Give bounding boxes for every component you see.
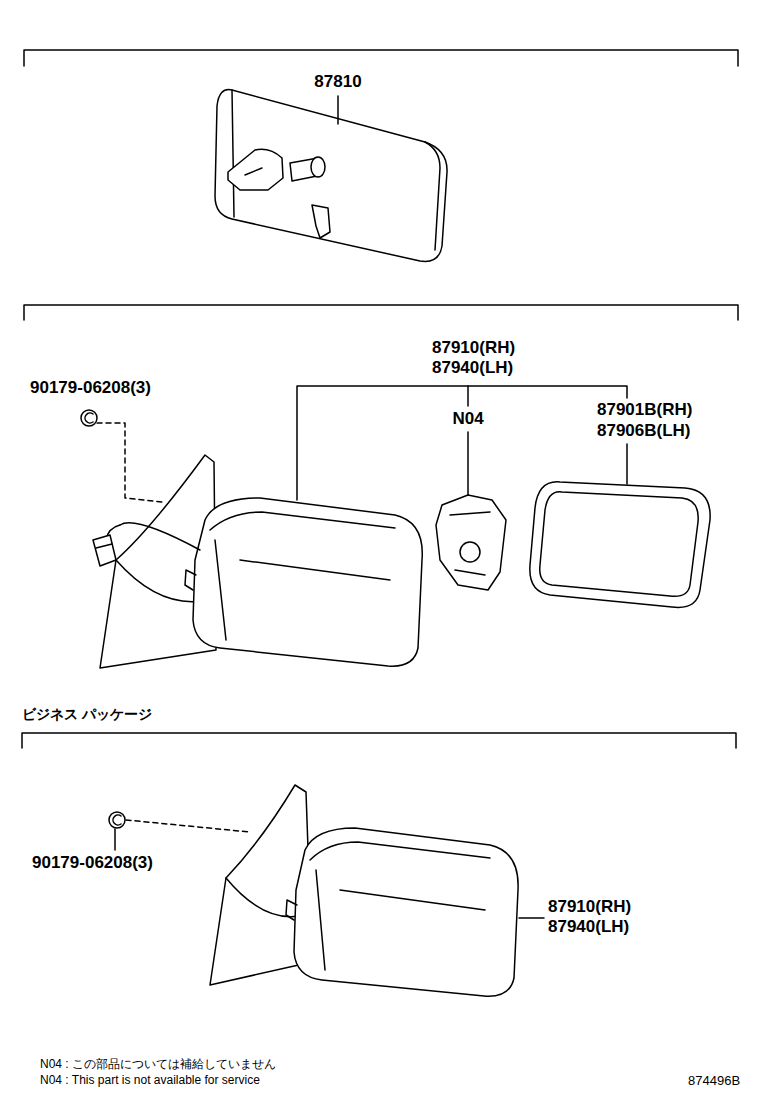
part-number: 87910(RH) (432, 338, 515, 358)
section-bracket (22, 733, 736, 748)
leader-line (626, 444, 628, 484)
mirror-glass (530, 482, 710, 608)
section-heading: ビジネス パッケージ (22, 706, 152, 722)
illustration-code: 874496B (688, 1074, 740, 1089)
outer-mirror (210, 785, 518, 996)
part-number: 87901B(RH) (597, 400, 692, 420)
note-marker: N04 (452, 409, 483, 429)
part-number: 87810 (314, 72, 361, 92)
section-bracket (24, 50, 738, 66)
leader-line (97, 423, 162, 502)
leader-line (519, 917, 544, 919)
leader-line (126, 820, 250, 832)
footnote: N04 : この部品については補給していません (40, 1058, 276, 1072)
leader-line (114, 829, 116, 850)
part-number: 90179-06208(3) (32, 853, 153, 873)
leader-line (297, 386, 627, 500)
part-number: 87906B(LH) (597, 421, 691, 441)
bolt-symbol (109, 812, 125, 828)
part-number: 87940(LH) (432, 358, 513, 378)
mirror-motor (436, 495, 506, 590)
leader-line (467, 432, 469, 495)
footnote: N04 : This part is not available for ser… (40, 1074, 260, 1088)
section-bracket (24, 305, 738, 320)
leader-line (467, 386, 469, 406)
bolt-symbol (81, 410, 97, 426)
part-number: 87910(RH) (548, 897, 631, 917)
rearview-mirror (215, 90, 447, 262)
outer-mirror (93, 455, 422, 668)
part-number: 90179-06208(3) (30, 378, 151, 398)
part-number: 87940(LH) (548, 917, 629, 937)
